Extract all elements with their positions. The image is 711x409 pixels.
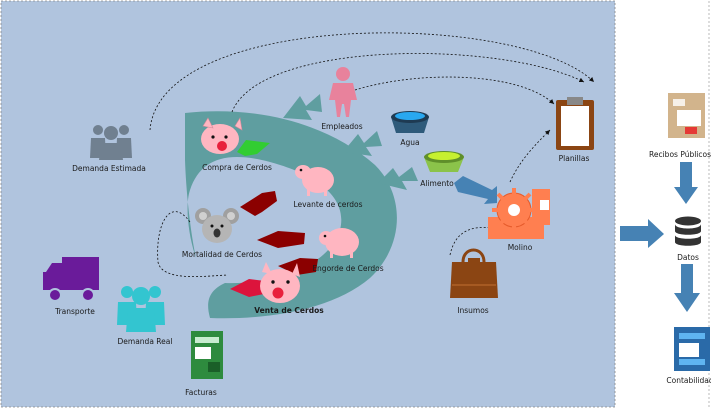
arrow-molino-datos [620,219,664,248]
arrow-to-mortalidad [240,191,277,216]
label-engorde-de-cerdos: Engorde de Cerdos [312,264,384,273]
insumos-bag-icon [450,248,498,298]
teal-arrows [283,94,418,190]
connector-insumos-to-molino [449,225,495,256]
pig-levante-icon [295,165,334,196]
label-alimento: Alimento [420,179,454,188]
connector-empleados-to-planillas [354,76,555,105]
koala-mortalidad-icon [195,208,239,243]
facturas-document-icon [191,331,223,379]
pig-venta-icon [260,262,300,303]
connector-alimento-to-planillas [509,129,551,183]
pig-compra-icon [201,117,243,154]
arrow-alimento [378,167,418,190]
label-transporte: Transporte [55,307,95,316]
connector-estimada-to-planillas [149,32,595,131]
label-recibos-publicos: Recibos Públicos [648,150,711,159]
arrow-datos-contabilidad [674,264,700,312]
label-datos: Datos [677,253,699,262]
label-demanda-real: Demanda Real [117,337,173,346]
alimento-bowl-icon [424,151,464,172]
label-demanda-estimada: Demanda Estimada [72,164,146,173]
arrow-levante-engorde [257,231,305,248]
demanda-estimada-people-icon [90,125,132,160]
demanda-real-people-icon [117,286,165,332]
transporte-truck-icon [43,257,99,302]
label-empleados: Empleados [321,122,363,131]
agua-bowl-icon [391,111,429,133]
label-molino: Molino [507,243,533,252]
label-planillas: Planillas [558,154,590,163]
recibos-publicos-icon [668,93,705,138]
arrow-compra-green [237,140,270,156]
dashed-connectors [149,32,595,278]
label-insumos: Insumos [457,306,489,315]
datos-database-icon [675,216,701,246]
arrow-venta [230,279,265,297]
contabilidad-icon [674,327,710,371]
arrow-recibos-datos [674,162,698,204]
arrow-agua [343,131,382,156]
arrow-empleados [283,94,322,120]
pig-cycle-crescent [185,111,397,319]
label-agua: Agua [400,138,420,147]
molino-icon [488,188,550,239]
arrow-engorde-venta [278,258,318,275]
red-arrows [230,140,318,297]
label-levante-de-cerdos: Levante de cerdos [293,200,363,209]
empleados-person-icon [329,67,357,117]
arrow-alimento-molino [454,176,497,204]
label-venta-de-cerdos: Venta de Cerdos [254,306,324,315]
label-compra-de-cerdos: Compra de Cerdos [202,163,272,172]
planillas-clipboard-icon [556,97,594,150]
label-contabilidad: Contabilidad [666,376,711,385]
connector-mortalidad-to-demanda [157,211,229,278]
label-facturas: Facturas [185,388,217,397]
label-mortalidad-de-cerdos: Mortalidad de Cerdos [181,250,263,259]
pig-engorde-icon [319,228,359,258]
connector-compra-to-planillas [231,53,585,113]
